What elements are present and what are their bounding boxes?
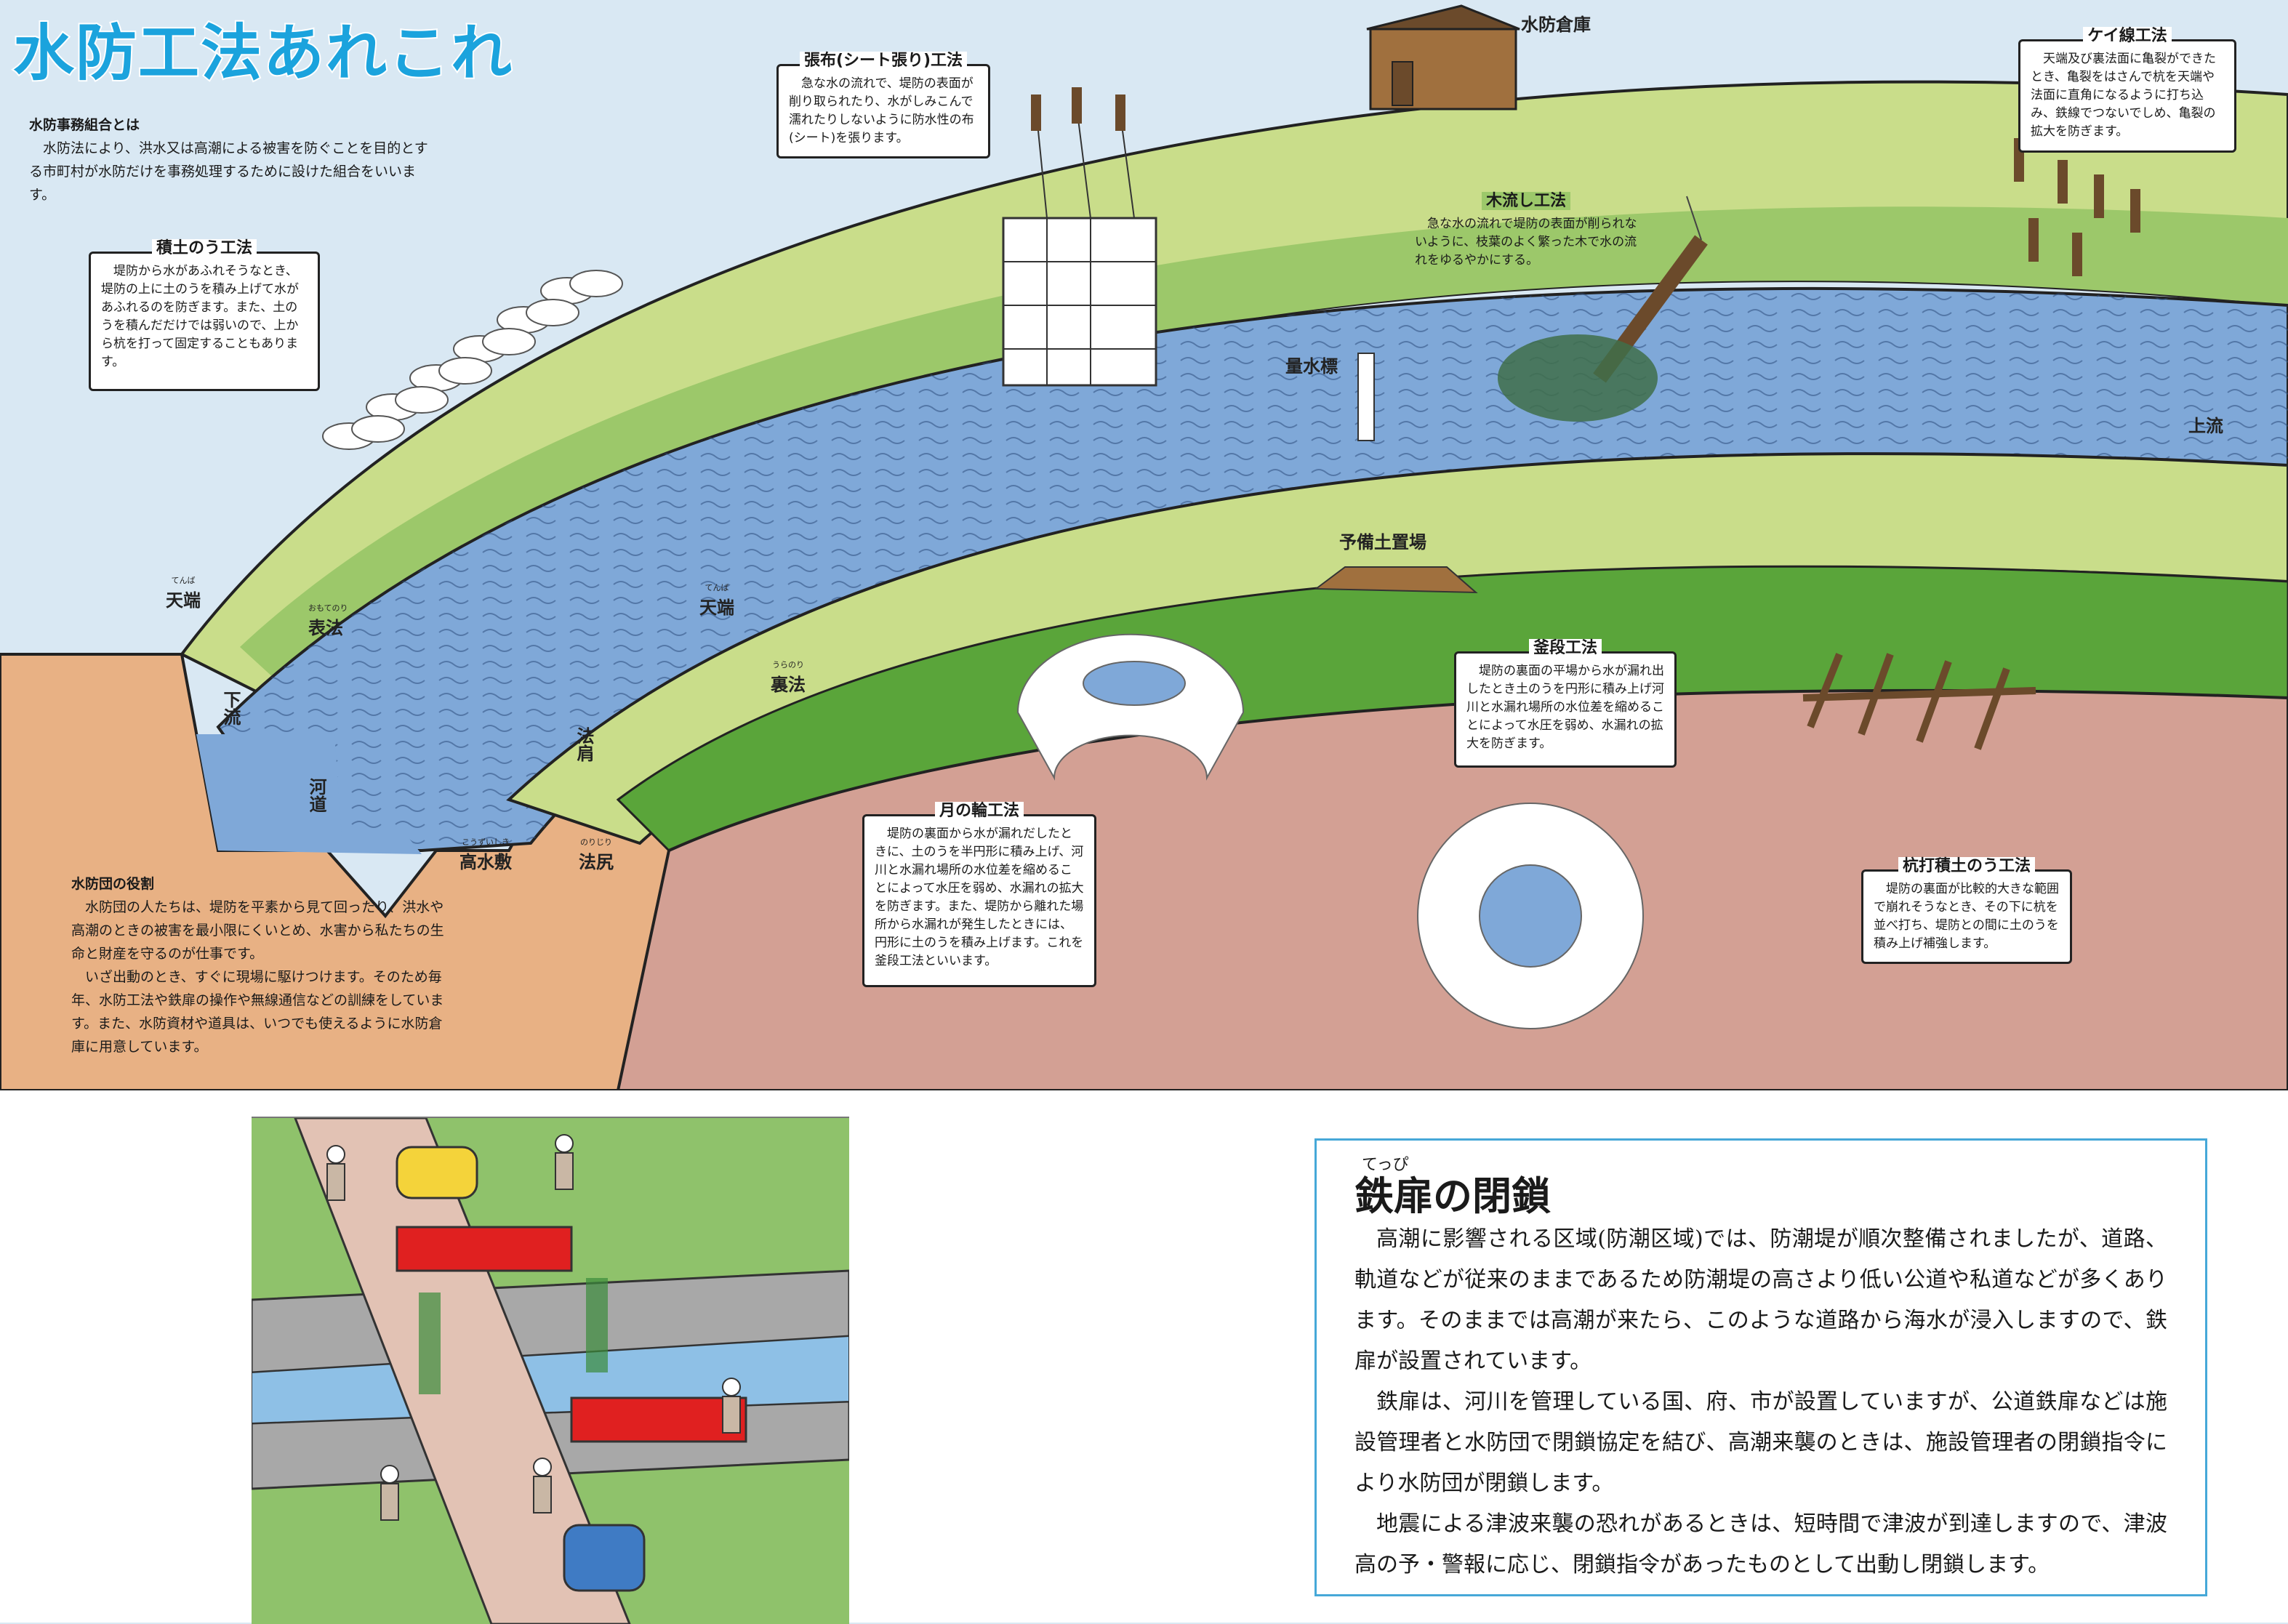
downstream-label: 下流: [220, 691, 241, 725]
sandbag-stack-left: [322, 270, 623, 450]
water-gauge-label: 量水標: [1285, 356, 1338, 377]
role-p2: いざ出動のとき、すぐに現場に駆けつけます。そのため毎年、水防工法や鉄扉の操作や無…: [71, 969, 444, 1055]
role-text: 水防団の役割 水防団の人たちは、堤防を平素から見て回ったり、洪水や高潮のときの被…: [71, 872, 449, 1058]
spare-soil-label: 予備土置場: [1339, 532, 1426, 552]
intro-text: 水防事務組合とは 水防法により、洪水又は高潮による被害を防ぐことを目的とする市町…: [29, 113, 436, 206]
stake-fence: [1802, 653, 2036, 750]
role-heading: 水防団の役割: [71, 876, 155, 892]
floodgate-drawing: [252, 1118, 849, 1624]
kado-label: 河道: [306, 778, 326, 813]
method-kinagashi: 木流し工法 急な水の流れで堤防の表面が削られないように、枝葉のよく繁った木で水の…: [1405, 192, 1647, 282]
method-tsukinowa: 月の輪工法 堤防の裏面から水が漏れだしたときに、土のうを半円形に積み上げ、河川と…: [862, 802, 1096, 987]
method-kuiuchi: 杭打積土のう工法 堤防の裏面が比較的大きな範囲で崩れそうなとき、その下に杭を並べ…: [1861, 857, 2072, 964]
floodgate-closure-p2: 鉄扉は、河川を管理している国、府、市が設置していますが、公道鉄扉などは施設管理者…: [1354, 1389, 2167, 1496]
norijiri-label: のりじり法尻: [579, 837, 614, 872]
role-p1: 水防団の人たちは、堤防を平素から見て回ったり、洪水や高潮のときの被害を最小限にく…: [71, 899, 444, 962]
method-kamadan: 釜段工法 堤防の裏面の平場から水が漏れ出したとき土のうを円形に積み上げ河川と水漏…: [1454, 639, 1677, 768]
method-kinagashi-body: 急な水の流れで堤防の表面が削られないように、枝葉のよく繁った木で水の流れをゆるや…: [1415, 217, 1637, 268]
floodgate-closure-ruby: てっぴ: [1362, 1156, 1409, 1174]
method-kuiuchi-body: 堤防の裏面が比較的大きな範囲で崩れそうなとき、その下に杭を並べ打ち、堤防との間に…: [1874, 882, 2059, 951]
omotenori-label: おもてのり表法: [308, 603, 348, 638]
river-levee-illustration: [0, 4, 2288, 1090]
yellow-car: [396, 1146, 478, 1199]
tenba-right-label: てんば天端: [699, 583, 734, 618]
method-keisen: ケイ線工法 天端及び裏法面に亀裂ができたとき、亀裂をはさんで杭を天端や法面に直角…: [2018, 27, 2236, 153]
river-cross-section-water: [196, 734, 422, 854]
method-tsumido-body: 堤防から水があふれそうなとき、堤防の上に土のうを積み上げて水があふれるのを防ぎま…: [101, 264, 299, 369]
tree-branch-flow: [1498, 196, 1708, 422]
floodgate-bottom: [570, 1396, 747, 1443]
method-keisen-body: 天端及び裏法面に亀裂ができたとき、亀裂をはさんで杭を天端や法面に直角になるように…: [2031, 52, 2216, 139]
method-tsukinowa-body: 堤防の裏面から水が漏れだしたときに、土のうを半円形に積み上げ、河川と水漏れ場所の…: [875, 827, 1084, 968]
kozuishiki-label: こうずいしき高水敷: [459, 837, 512, 872]
blue-car: [563, 1524, 646, 1592]
tenba-left-label: てんば天端: [166, 576, 201, 611]
method-kamadan-body: 堤防の裏面の平場から水が漏れ出したとき土のうを円形に積み上げ河川と水漏れ場所の水…: [1466, 664, 1664, 751]
sandbag-half-ring: [1016, 633, 1245, 781]
floodgate-closure-panel: てっぴ 鉄扉の閉鎖 高潮に影響される区域(防潮区域)では、防潮堤が順次整備されま…: [1314, 1138, 2207, 1596]
floodgate-illustration: [252, 1117, 849, 1624]
floodgate-closure-title: てっぴ 鉄扉の閉鎖: [1354, 1156, 2167, 1220]
uranori-label: うらのり裏法: [771, 660, 806, 695]
spare-soil-mound: [1314, 566, 1478, 594]
method-harinuno-body: 急な水の流れで、堤防の表面が削り取られたり、水がしみこんで濡れたりしないように防…: [789, 76, 974, 145]
page-title: 水防工法あれこれ: [12, 16, 514, 90]
method-tsumido: 積土のう工法 堤防から水があふれそうなとき、堤防の上に土のうを積み上げて水があふ…: [89, 239, 320, 391]
warehouse-building: [1366, 4, 1520, 110]
method-kinagashi-title: 木流し工法: [1481, 192, 1570, 210]
method-kamadan-title: 釜段工法: [1528, 639, 1602, 657]
floodgate-top: [396, 1226, 573, 1272]
floodgate-closure-p3: 地震による津波来襲の恐れがあるときは、短時間で津波が到達しますので、津波高の予・…: [1354, 1511, 2167, 1577]
warehouse-label: 水防倉庫: [1521, 15, 1591, 35]
floodgate-closure-p1: 高潮に影響される区域(防潮区域)では、防潮堤が順次整備されましたが、道路、軌道な…: [1354, 1226, 2167, 1374]
method-kuiuchi-title: 杭打積土のう工法: [1898, 857, 2035, 875]
intro-heading: 水防事務組合とは: [29, 117, 140, 133]
method-keisen-title: ケイ線工法: [2083, 27, 2172, 45]
method-harinuno-title: 張布(シート張り)工法: [799, 52, 968, 70]
intro-body: 水防法により、洪水又は高潮による被害を防ぐことを目的とする市町村が水防だけを事務…: [29, 140, 428, 203]
method-tsumido-title: 積土のう工法: [151, 239, 257, 257]
sheet-protection: [1002, 87, 1157, 387]
norikata-label: 法肩: [574, 727, 594, 762]
upstream-label: 上流: [2188, 416, 2223, 436]
method-tsukinowa-title: 月の輪工法: [934, 802, 1024, 820]
sandbag-ring: [1417, 803, 1644, 1029]
method-harinuno: 張布(シート張り)工法 急な水の流れで、堤防の表面が削り取られたり、水がしみこん…: [776, 52, 990, 158]
water-gauge: [1357, 353, 1375, 441]
